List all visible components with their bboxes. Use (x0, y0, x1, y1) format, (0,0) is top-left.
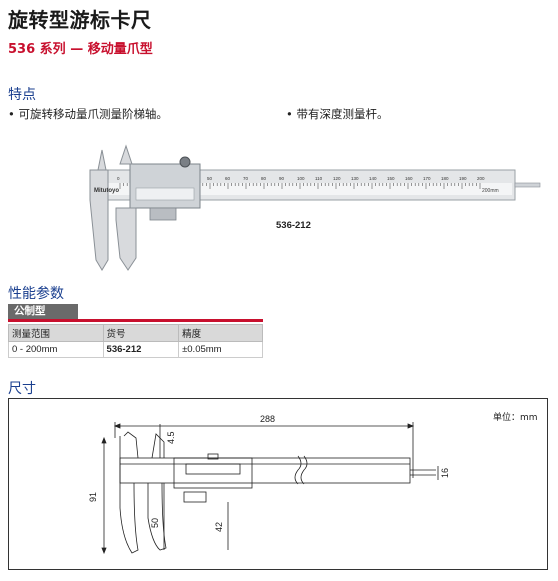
scale-number: 150 (387, 176, 395, 181)
scale-number: 180 (441, 176, 449, 181)
scale-number: 200 (477, 176, 485, 181)
scale-number: 60 (225, 176, 231, 181)
cell-accuracy: ±0.05mm (178, 341, 263, 358)
caliper-product-image: 0102030405060708090100110120130140150160… (89, 144, 541, 271)
scale-number: 120 (333, 176, 341, 181)
col-range: 测量范围 (8, 324, 104, 342)
scale-number: 190 (459, 176, 467, 181)
specs-heading: 性能参数 (8, 286, 64, 302)
scale-unit-label: 200mm (482, 188, 499, 194)
scale-number: 130 (351, 176, 359, 181)
unit-label: 单位：mm (493, 413, 538, 423)
spec-table: 测量范围 货号 精度 0 - 200mm 536-212 ±0.05mm (8, 324, 263, 358)
col-accuracy: 精度 (178, 324, 263, 342)
feature-item-depth-rod: • 带有深度测量杆。 (286, 107, 389, 121)
part-number-label: 536-212 (276, 220, 311, 231)
scale-number: 0 (117, 176, 120, 181)
brand-label: Mitutoyo (94, 188, 119, 194)
scale-number: 140 (369, 176, 377, 181)
cell-part-no: 536-212 (102, 341, 180, 358)
dimensions-heading: 尺寸 (8, 381, 36, 397)
scale-number: 110 (315, 176, 323, 181)
dim-height-label: 91 (88, 492, 98, 502)
scale-number: 70 (243, 176, 249, 181)
dim-slide-jaw-label: 42 (214, 522, 224, 532)
dim-length-label: 288 (260, 414, 275, 424)
feature-item-rotating-jaw: • 可旋转移动量爪测量阶梯轴。 (8, 107, 168, 121)
tab-underline (8, 319, 263, 322)
col-part-no: 货号 (102, 324, 180, 342)
dim-top-jaw-label: 4.5 (166, 431, 176, 444)
dim-thickness-label: 16 (440, 468, 450, 478)
scale-number: 50 (207, 176, 213, 181)
scale-number: 160 (405, 176, 413, 181)
scale-number: 90 (279, 176, 285, 181)
scale-number: 100 (297, 176, 305, 181)
dim-jaw-depth-label: 50 (150, 518, 160, 528)
series-subtitle: 536 系列 — 移动量爪型 (8, 42, 153, 57)
dimension-drawing-frame (8, 398, 548, 570)
page-title: 旋转型游标卡尺 (8, 8, 152, 32)
table-row: 0 - 200mm 536-212 ±0.05mm (8, 341, 263, 358)
metric-tab: 公制型 (8, 304, 78, 319)
cell-range: 0 - 200mm (8, 341, 104, 358)
scale-number: 170 (423, 176, 431, 181)
features-heading: 特点 (8, 87, 36, 103)
scale-number: 80 (261, 176, 267, 181)
dimension-drawing: 288 91 4.5 50 42 16 (88, 414, 450, 555)
spec-table-header: 测量范围 货号 精度 (8, 324, 263, 342)
